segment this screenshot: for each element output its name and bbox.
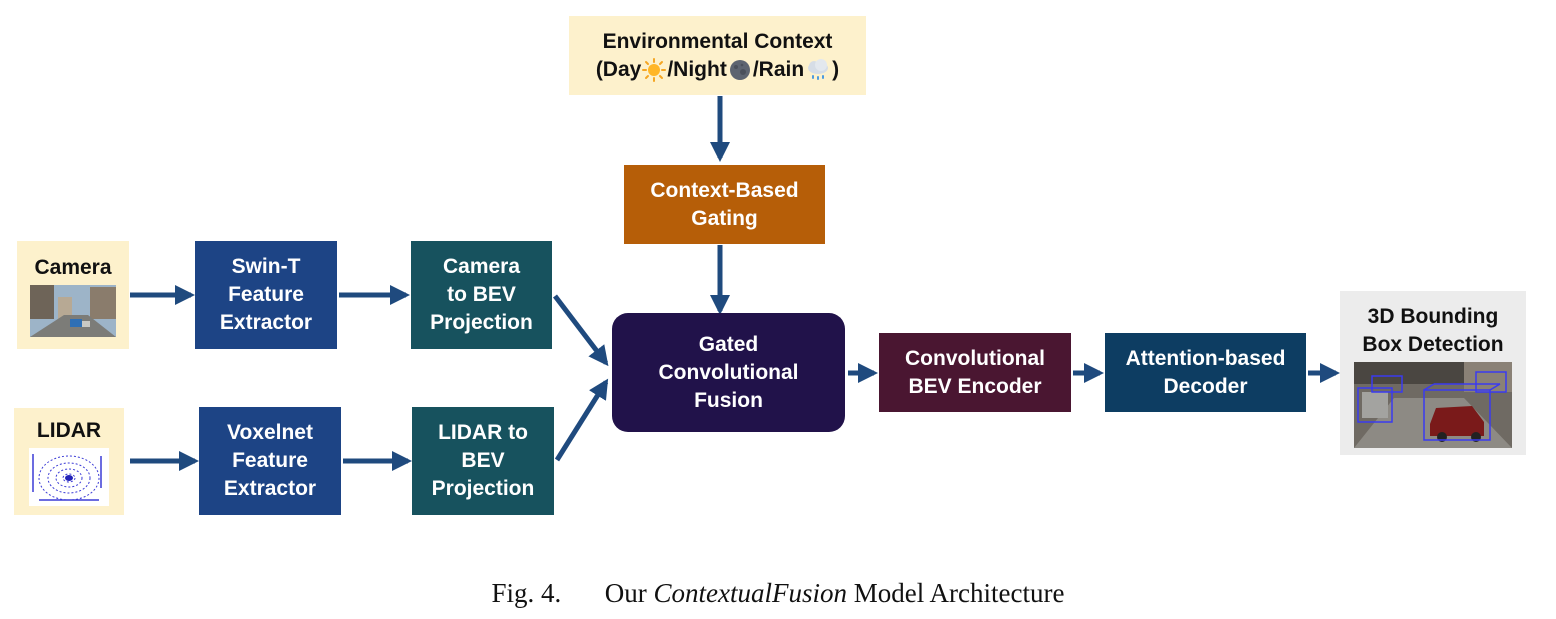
lidar-input-box: LIDAR [14,408,124,515]
context-gating-box: Context-Based Gating [624,165,825,244]
camera-to-bev-projection-box: Camera to BEV Projection [411,241,552,349]
caption-rest: Model Architecture [853,578,1065,608]
camera-image-thumbnail [30,284,116,337]
environmental-context-box: Environmental Context (Day /Night /Rain [569,16,866,95]
caption-model-name: ContextualFusion [653,578,848,608]
attention-based-decoder-box: Attention-based Decoder [1105,333,1306,412]
voxelnet-feature-extractor-box: Voxelnet Feature Extractor [199,407,341,515]
sun-icon [642,57,667,82]
lidar-to-bev-projection-box: LIDAR to BEV Projection [412,407,554,515]
caption-figure-number: Fig. 4. [491,578,562,608]
arrow-cambev-to-fusion [553,294,609,367]
arrow-lidarbev-to-fusion [554,378,609,462]
lidar-point-cloud-thumbnail [29,448,109,506]
caption-our: Our [604,578,647,608]
moon-icon [729,59,750,80]
camera-input-box: Camera [17,241,129,349]
convolutional-bev-encoder-box: Convolutional BEV Encoder [879,333,1071,412]
swin-t-feature-extractor-box: Swin-T Feature Extractor [195,241,337,349]
rain-cloud-icon [808,58,829,80]
3d-bounding-box-detection-box: 3D Bounding Box Detection [1340,291,1526,455]
env-context-conditions: (Day /Night /Rain [595,57,840,82]
env-context-title: Environmental Context [602,29,833,53]
figure-caption: Fig. 4. Our ContextualFusion Model Archi… [0,578,1556,609]
gated-convolutional-fusion-box: Gated Convolutional Fusion [612,313,845,432]
detection-result-thumbnail [1354,362,1512,448]
